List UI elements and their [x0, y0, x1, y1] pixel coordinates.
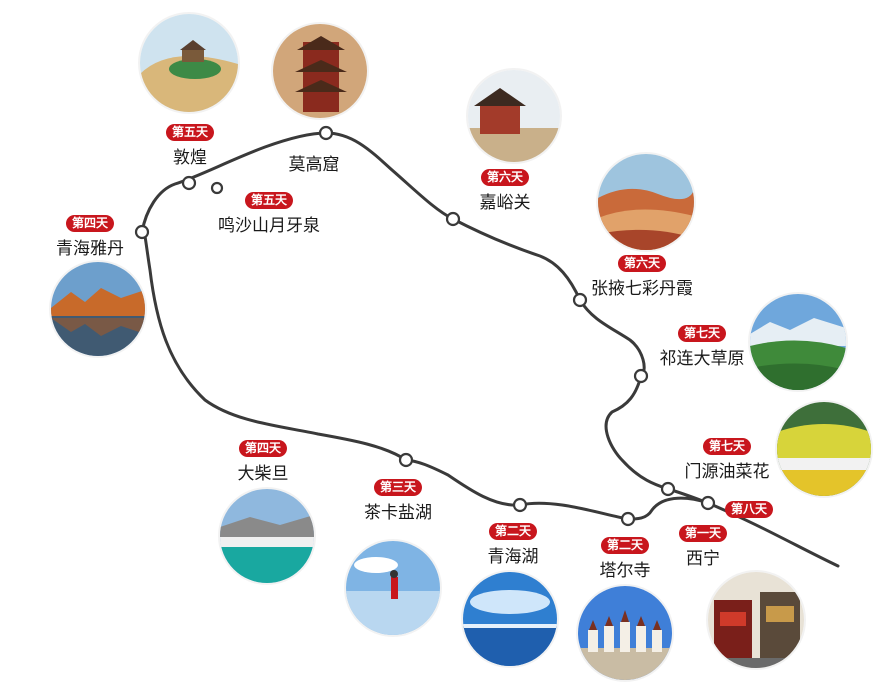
photo-taer: [578, 586, 672, 680]
photo-qilian: [750, 294, 846, 390]
photo-qinghaihu: [463, 572, 557, 666]
stop-name-xining: 西宁: [686, 549, 720, 569]
photo-chaidan: [220, 489, 314, 583]
day-badge-xining-start: 第一天: [678, 525, 728, 542]
day-badge-zhangye: 第六天: [617, 255, 667, 272]
stop-name-chaidan: 大柴旦: [237, 464, 289, 484]
stop-marker-dunhuang[interactable]: [181, 175, 197, 191]
stop-name-dunhuang: 敦煌: [173, 148, 207, 168]
photo-mogao: [273, 24, 367, 118]
stop-name-taer: 塔尔寺: [599, 561, 651, 581]
photo-xining: [708, 572, 804, 668]
day-badge-chaidan: 第四天: [238, 440, 288, 457]
stop-marker-taer[interactable]: [620, 511, 636, 527]
photo-menyuan: [777, 402, 871, 496]
day-badge-menyuan: 第七天: [702, 438, 752, 455]
day-badge-taer: 第二天: [600, 537, 650, 554]
photo-mingsha: [140, 14, 238, 112]
stop-name-yadan: 青海雅丹: [56, 239, 124, 259]
photo-zhangye: [598, 154, 694, 250]
route-line: [140, 131, 840, 568]
stop-marker-mogao[interactable]: [318, 125, 334, 141]
stop-name-mogao: 莫高窟: [288, 155, 340, 175]
day-badge-dunhuang: 第五天: [165, 124, 215, 141]
stop-marker-zhangye[interactable]: [572, 292, 588, 308]
stop-name-qinghaihu: 青海湖: [487, 547, 539, 567]
stop-name-zhangye: 张掖七彩丹霞: [591, 279, 693, 299]
photo-jiayuguan: [468, 70, 560, 162]
stop-marker-xining[interactable]: [700, 495, 716, 511]
stop-name-chaka: 茶卡盐湖: [364, 503, 432, 523]
stop-marker-qilian[interactable]: [633, 368, 649, 384]
stop-name-jiayuguan: 嘉峪关: [479, 193, 531, 213]
day-badge-yadan: 第四天: [65, 215, 115, 232]
day-badge-xining-end: 第八天: [724, 501, 774, 518]
photo-yadan: [51, 262, 145, 356]
stop-marker-menyuan[interactable]: [660, 481, 676, 497]
stop-name-menyuan: 门源油菜花: [684, 462, 770, 482]
stop-marker-jiayuguan[interactable]: [445, 211, 461, 227]
day-badge-mingsha: 第五天: [244, 192, 294, 209]
stop-name-qilian: 祁连大草原: [659, 349, 745, 369]
photo-chaka: [346, 541, 440, 635]
stop-name-mingsha: 鸣沙山月牙泉: [218, 216, 320, 236]
day-badge-jiayuguan: 第六天: [480, 169, 530, 186]
day-badge-qinghaihu: 第二天: [488, 523, 538, 540]
stop-marker-yadan[interactable]: [134, 224, 150, 240]
stop-marker-qinghaihu[interactable]: [512, 497, 528, 513]
stop-marker-chaka[interactable]: [398, 452, 414, 468]
stop-marker-mingsha[interactable]: [210, 181, 224, 195]
day-badge-qilian: 第七天: [677, 325, 727, 342]
day-badge-chaka: 第三天: [373, 479, 423, 496]
